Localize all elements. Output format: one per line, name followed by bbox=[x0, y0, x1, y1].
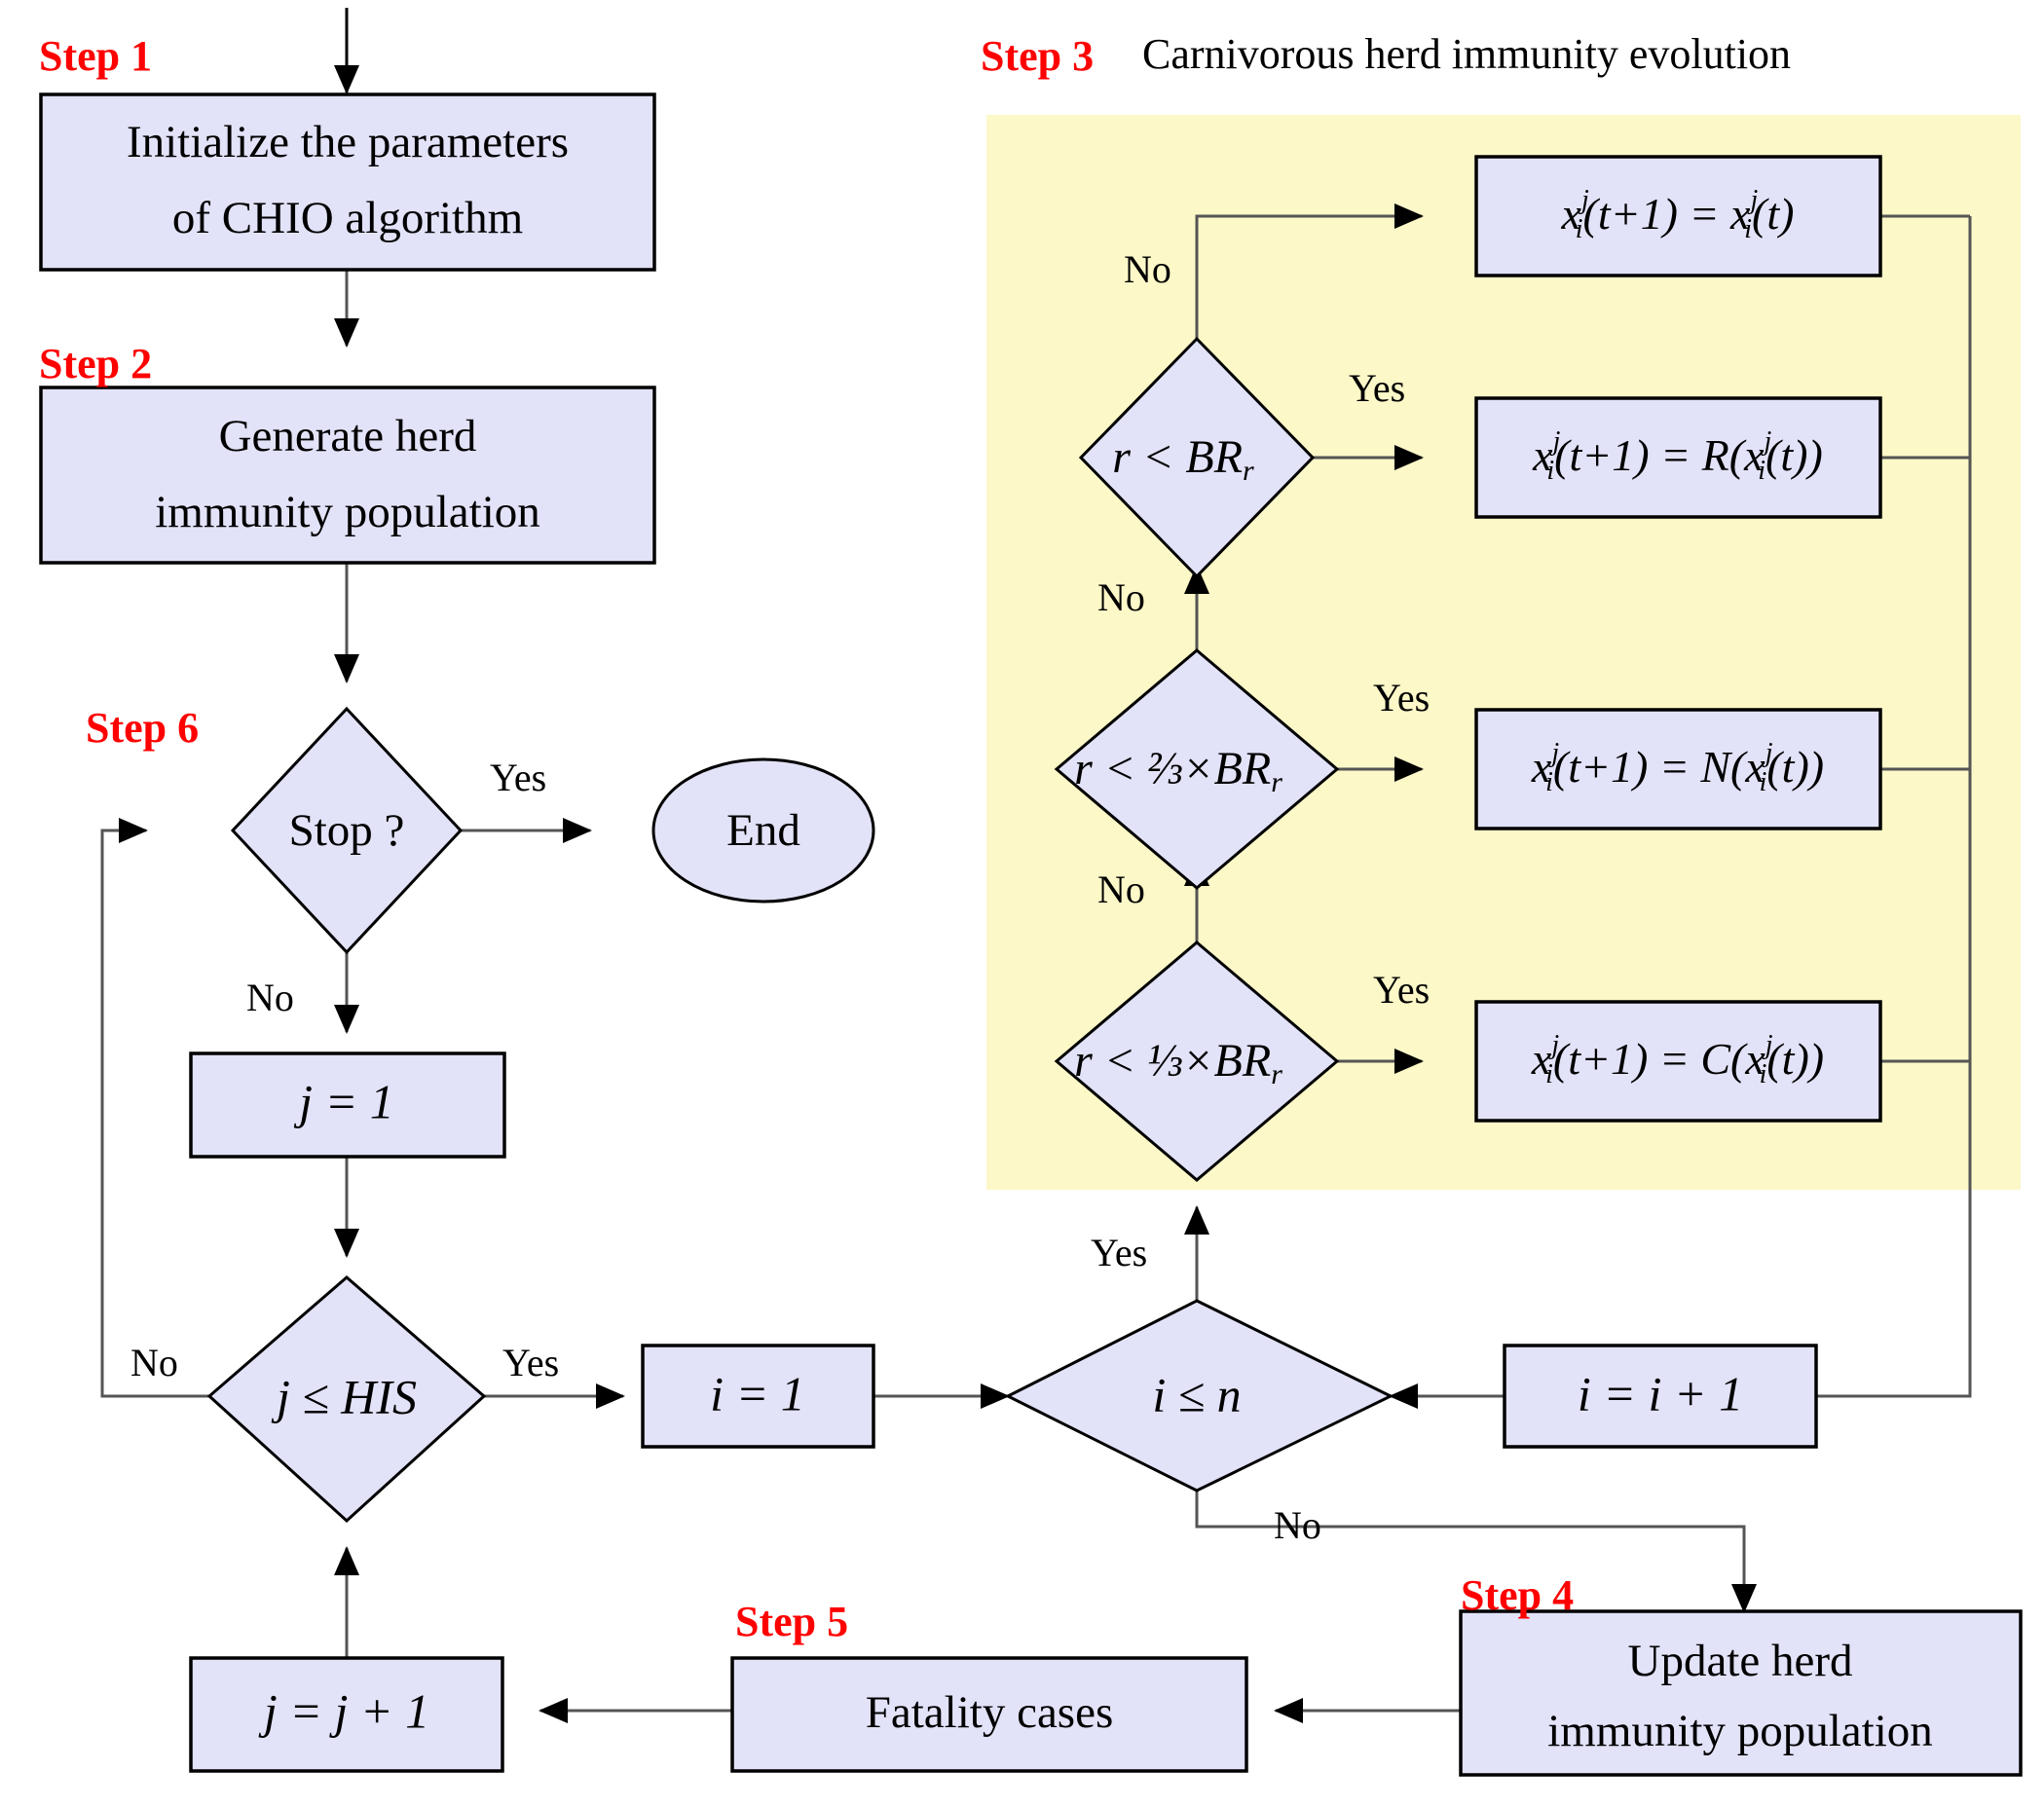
edge-label-jcond-yes: Yes bbox=[502, 1341, 559, 1384]
step-label-4: Step 4 bbox=[1461, 1571, 1574, 1619]
node-initialize-line1: Initialize the parameters bbox=[127, 117, 569, 167]
node-formula-N-box[interactable] bbox=[1474, 708, 1882, 830]
edge-return-rail bbox=[1761, 216, 1972, 1409]
node-end-ellipse[interactable] bbox=[651, 757, 875, 904]
edge-label-br23-no: No bbox=[1097, 867, 1145, 911]
node-update-line1: Update herd bbox=[1628, 1636, 1853, 1686]
edge-jcond-no-to-stop bbox=[100, 818, 209, 1398]
step-label-2: Step 2 bbox=[39, 340, 152, 387]
node-stop-diamond[interactable] bbox=[230, 706, 464, 955]
node-cond-13br-diamond[interactable] bbox=[1054, 940, 1340, 1182]
node-formula-same-box[interactable] bbox=[1474, 155, 1882, 277]
step-label-3: Step 3 bbox=[981, 32, 1094, 80]
node-i-init-label: i = 1 bbox=[710, 1366, 805, 1420]
node-cond-23br-diamond[interactable] bbox=[1054, 648, 1340, 890]
node-generate-line2: immunity population bbox=[155, 487, 540, 537]
edge-label-br-no-bottom: No bbox=[1097, 575, 1145, 619]
node-i-cond-label: i ≤ n bbox=[1152, 1367, 1241, 1421]
edge-label-icond-yes: Yes bbox=[1091, 1231, 1147, 1274]
node-initialize-box[interactable] bbox=[39, 92, 656, 272]
step-label-6: Step 6 bbox=[86, 704, 199, 752]
node-j-init-label: j = 1 bbox=[293, 1074, 394, 1128]
step-label-1: Step 1 bbox=[39, 32, 152, 80]
edge-label-stop-no: No bbox=[246, 976, 294, 1019]
node-fatality-box[interactable] bbox=[730, 1656, 1248, 1773]
node-i-inc-label: i = i + 1 bbox=[1578, 1366, 1743, 1420]
node-generate-box[interactable] bbox=[39, 386, 656, 565]
node-cond-13br-label: r < ⅓×BRr bbox=[1074, 1035, 1282, 1090]
node-update-box[interactable] bbox=[1459, 1609, 2023, 1777]
edge-label-br-no-top: No bbox=[1124, 247, 1171, 291]
edge-label-br-yes: Yes bbox=[1349, 366, 1405, 410]
edge-br-no-to-fml-same bbox=[1195, 203, 1424, 378]
node-i-inc-box[interactable] bbox=[1503, 1344, 1818, 1449]
edge-label-br23-yes: Yes bbox=[1373, 676, 1430, 719]
node-cond-23br-label: r < ⅔×BRr bbox=[1074, 743, 1282, 798]
node-formula-R-box[interactable] bbox=[1474, 396, 1882, 519]
edge-icond-no-to-update bbox=[1195, 1490, 1757, 1613]
edge-label-jcond-no: No bbox=[130, 1341, 178, 1384]
node-initialize-line2: of CHIO algorithm bbox=[172, 193, 523, 243]
node-j-cond-label: j ≤ HIS bbox=[271, 1369, 417, 1423]
node-update-line2: immunity population bbox=[1547, 1706, 1933, 1756]
edge-label-br13-yes: Yes bbox=[1373, 968, 1430, 1012]
step-label-5: Step 5 bbox=[735, 1598, 848, 1645]
node-cond-br-label: r < BRr bbox=[1112, 431, 1254, 487]
edge-label-icond-no: No bbox=[1274, 1503, 1321, 1547]
node-cond-br-diamond[interactable] bbox=[1078, 336, 1316, 579]
node-j-inc-label: j = j + 1 bbox=[258, 1683, 429, 1738]
node-j-init-box[interactable] bbox=[189, 1051, 506, 1159]
node-fatality-label: Fatality cases bbox=[866, 1687, 1114, 1738]
node-generate-line1: Generate herd bbox=[219, 411, 477, 461]
node-formula-C-box[interactable] bbox=[1474, 1000, 1882, 1123]
edge-label-stop-yes: Yes bbox=[490, 756, 546, 799]
node-j-cond-diamond[interactable] bbox=[206, 1275, 487, 1524]
node-j-inc-box[interactable] bbox=[189, 1656, 504, 1773]
node-i-init-box[interactable] bbox=[641, 1344, 875, 1449]
node-i-cond-diamond[interactable] bbox=[1004, 1299, 1394, 1493]
node-end-label: End bbox=[726, 805, 800, 856]
step3-title: Carnivorous herd immunity evolution bbox=[1142, 30, 1791, 78]
node-stop-label: Stop ? bbox=[289, 805, 405, 856]
